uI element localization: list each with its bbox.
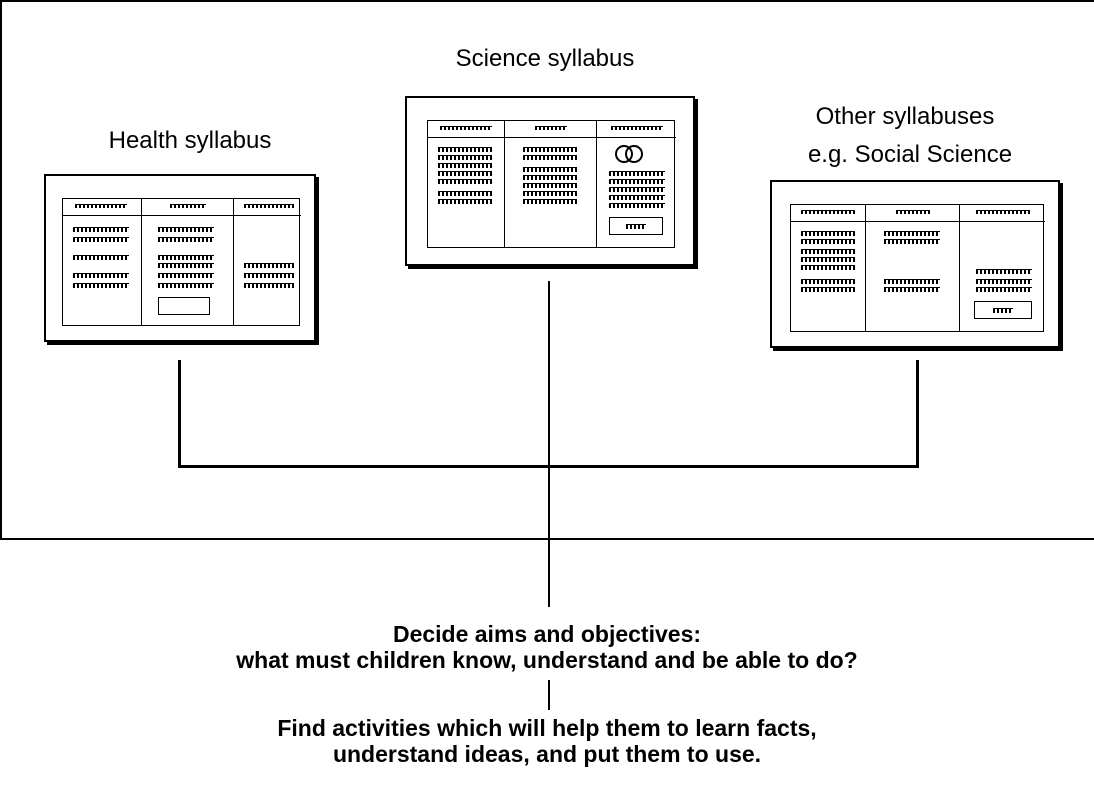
activity-box bbox=[609, 217, 663, 235]
science-syllabus-document bbox=[405, 96, 695, 266]
table-column bbox=[959, 205, 1045, 331]
table-column bbox=[428, 121, 504, 247]
health-syllabus-label: Health syllabus bbox=[108, 127, 272, 154]
other-syllabuses-table bbox=[790, 204, 1045, 332]
table-column bbox=[233, 199, 301, 325]
find-activities-line1: Find activities which will help them to … bbox=[277, 715, 817, 741]
step-connector-line bbox=[548, 680, 550, 710]
syllabus-panel bbox=[0, 0, 1094, 540]
table-column bbox=[141, 199, 233, 325]
science-syllabus-table bbox=[427, 120, 676, 248]
table-column bbox=[791, 205, 865, 331]
activity-box bbox=[158, 297, 210, 315]
health-syllabus-document bbox=[44, 174, 316, 342]
health-connector-line bbox=[178, 360, 181, 468]
activity-box bbox=[974, 301, 1032, 319]
other-connector-line bbox=[916, 360, 919, 468]
decide-aims-heading: Decide aims and objectives: bbox=[392, 621, 702, 647]
other-syllabuses-example: e.g. Social Science bbox=[807, 141, 1013, 168]
science-syllabus-label: Science syllabus bbox=[455, 45, 635, 72]
science-connector-line bbox=[548, 281, 550, 607]
table-column bbox=[63, 199, 141, 325]
decide-aims-question: what must children know, understand and … bbox=[236, 647, 858, 673]
table-column bbox=[596, 121, 676, 247]
other-syllabuses-label: Other syllabuses bbox=[815, 103, 995, 130]
health-syllabus-table bbox=[62, 198, 301, 326]
table-column bbox=[504, 121, 596, 247]
find-activities-line2: understand ideas, and put them to use. bbox=[332, 741, 762, 767]
table-column bbox=[865, 205, 959, 331]
venn-rings-icon bbox=[615, 145, 643, 163]
other-syllabuses-document bbox=[770, 180, 1060, 348]
